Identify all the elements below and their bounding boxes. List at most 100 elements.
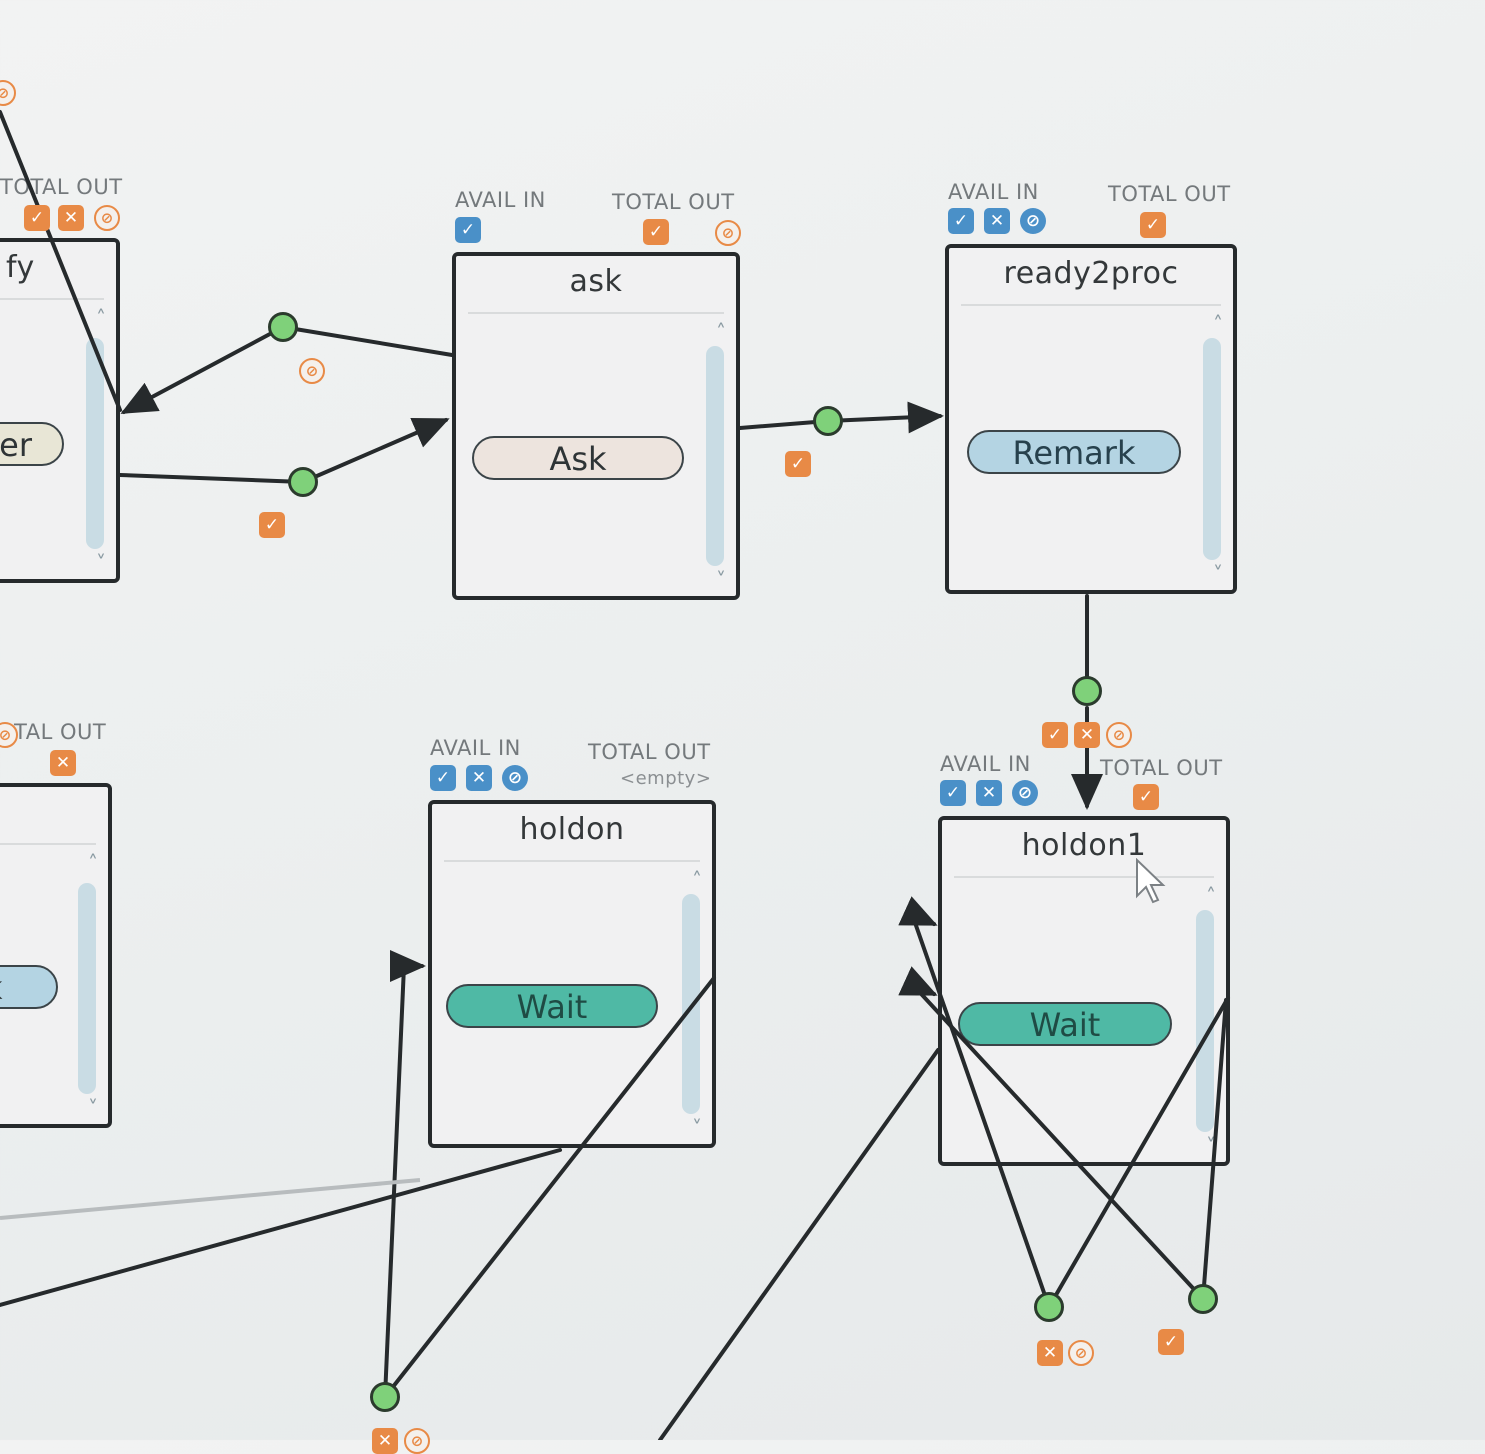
connector-handle[interactable] [288,467,318,497]
connector-handle[interactable] [268,312,298,342]
check-icon: ✓ [259,512,285,538]
title-divider [961,304,1221,306]
cancel-icon: ⊘ [1012,780,1038,806]
node-left-bottom[interactable]: ˄ ˅ k [0,783,112,1128]
scroll-up-arrow[interactable]: ˄ [692,868,702,892]
cross-icon: ✕ [466,765,492,791]
cross-icon: ✕ [50,750,76,776]
edge-line [281,325,454,357]
cancel-icon: ⊘ [94,205,120,231]
check-icon: ✓ [1133,784,1159,810]
avail-in-label: AVAIL IN [455,188,546,212]
check-icon: ✓ [948,208,974,234]
avail-in-label: AVAIL IN [948,180,1039,204]
scrollbar[interactable] [1203,338,1221,560]
check-icon: ✓ [1158,1329,1184,1355]
node-action-button[interactable]: er [0,422,64,466]
scroll-down-arrow[interactable]: ˅ [1213,562,1223,586]
connector-handle[interactable] [370,1382,400,1412]
total-out-label: TOTAL OUT [612,190,735,214]
connector-handle[interactable] [1188,1284,1218,1314]
node-title: fy [6,250,35,285]
node-ask[interactable]: ask ˄ ˅ Ask [452,252,740,600]
scroll-down-arrow[interactable]: ˅ [96,551,106,575]
avail-in-label: AVAIL IN [430,736,521,760]
connector-handle[interactable] [813,406,843,436]
cross-icon: ✕ [984,208,1010,234]
check-icon: ✓ [455,217,481,243]
left-bottom-total-out-label: TAL OUT [14,720,107,744]
scroll-down-arrow[interactable]: ˅ [1206,1134,1216,1158]
node-title: ready2proc [1003,256,1179,291]
cancel-icon: ⊘ [0,722,18,748]
cancel-icon: ⊘ [502,765,528,791]
node-holdon1[interactable]: holdon1 ˄ ˅ Wait [938,816,1230,1166]
cross-icon: ✕ [1037,1340,1063,1366]
wait-button[interactable]: Wait [958,1002,1172,1046]
node-left-top[interactable]: fy ˄ ˅ er [0,238,120,583]
total-out-label: TOTAL OUT [588,740,711,764]
edge-line [0,1148,562,1307]
node-holdon[interactable]: holdon ˄ ˅ Wait [428,800,716,1148]
connector-handle[interactable] [1072,676,1102,706]
title-divider [0,843,96,845]
cancel-icon: ⊘ [299,358,325,384]
cancel-icon: ⊘ [1106,722,1132,748]
title-divider [444,860,700,862]
scrollbar[interactable] [682,894,700,1114]
cancel-icon: ⊘ [715,220,741,246]
connector-handle[interactable] [1034,1292,1064,1322]
edge-line [898,966,938,996]
scroll-up-arrow[interactable]: ˄ [88,851,98,875]
scrollbar[interactable] [706,346,724,566]
scroll-down-arrow[interactable]: ˅ [716,568,726,592]
edge-line [826,401,944,434]
title-divider [468,312,724,314]
avail-in-label: AVAIL IN [940,752,1031,776]
check-icon: ✓ [940,780,966,806]
node-title: holdon [519,812,625,847]
check-icon: ✓ [785,451,811,477]
scrollbar[interactable] [86,338,104,549]
left-top-total-out-label: TOTAL OUT [0,175,123,199]
cancel-icon: ⊘ [1020,208,1046,234]
scroll-up-arrow[interactable]: ˄ [1206,884,1216,908]
total-out-label: TOTAL OUT [1100,756,1223,780]
scroll-down-arrow[interactable]: ˅ [88,1096,98,1120]
cancel-icon: ⊘ [404,1428,430,1454]
edge-line [118,473,305,484]
cancel-icon: ⊘ [1068,1340,1094,1366]
scroll-up-arrow[interactable]: ˄ [96,306,106,330]
total-out-label: TOTAL OUT [1108,182,1231,206]
scroll-up-arrow[interactable]: ˄ [716,320,726,344]
node-title: ask [569,264,623,299]
wait-button[interactable]: Wait [446,984,658,1028]
mouse-cursor-icon [1136,858,1166,904]
check-icon: ✓ [1042,722,1068,748]
cross-icon: ✕ [58,205,84,231]
scroll-down-arrow[interactable]: ˅ [692,1116,702,1140]
cancel-icon: ⊘ [0,80,16,106]
check-icon: ✓ [643,219,669,245]
edge-line [120,325,285,414]
title-divider [0,298,104,300]
node-ready2proc[interactable]: ready2proc ˄ ˅ Remark [945,244,1237,594]
cross-icon: ✕ [1074,722,1100,748]
check-icon: ✓ [1140,212,1166,238]
total-out-empty: <empty> [620,768,712,789]
ask-button[interactable]: Ask [472,436,684,480]
title-divider [954,876,1214,878]
scrollbar[interactable] [1196,910,1214,1132]
edge-line [301,418,450,484]
cross-icon: ✕ [976,780,1002,806]
check-icon: ✓ [24,205,50,231]
node-action-button[interactable]: k [0,965,58,1009]
remark-button[interactable]: Remark [967,430,1181,474]
scrollbar[interactable] [78,883,96,1094]
check-icon: ✓ [430,765,456,791]
scroll-up-arrow[interactable]: ˄ [1213,312,1223,336]
node-title: holdon1 [1021,828,1147,863]
edge-line [383,964,406,1399]
